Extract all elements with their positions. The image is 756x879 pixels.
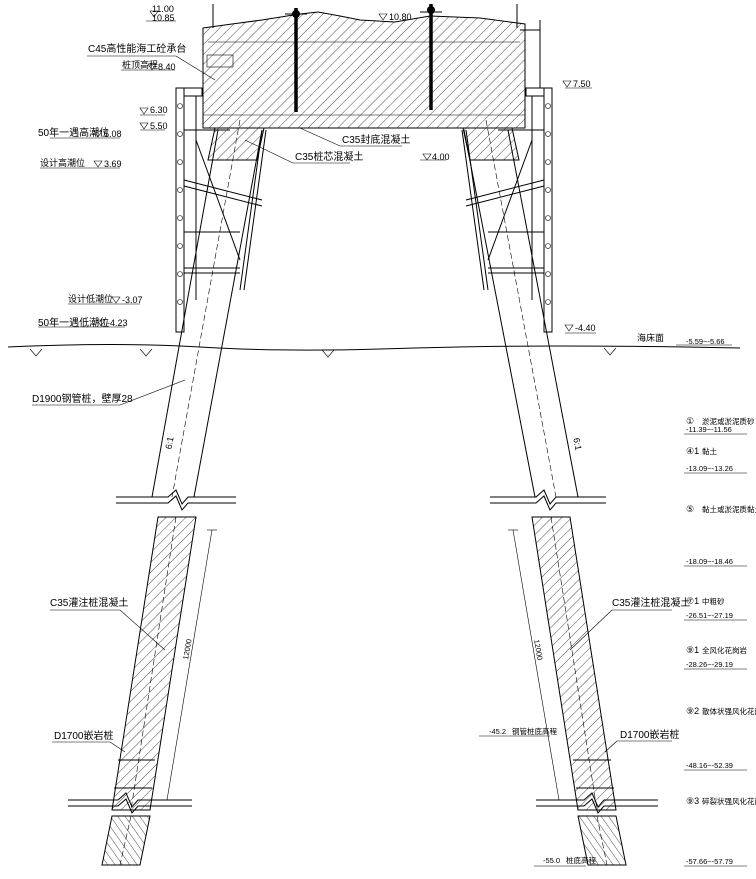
anchor-bolts (285, 4, 442, 112)
stratum-range: -26.51~-27.19 (686, 611, 733, 620)
label-slope-right: 6:1 (571, 437, 583, 451)
dimension-12000 (162, 529, 564, 801)
elev-3-69: 3.69 (104, 159, 122, 169)
stratum-num: ① (686, 416, 694, 426)
stratum-num: ⑨2 (686, 706, 699, 716)
stratum-range: -11.39~-11.56 (686, 425, 732, 434)
elev-10-85: 10.85 (152, 13, 175, 23)
stratum-name: 全风化花岗岩 (702, 645, 747, 655)
stratum-name: 淤泥或淤泥质砂 (702, 416, 755, 426)
label-low-tide-50: 50年一遇低潮位 (38, 316, 109, 329)
label-cast-concrete-left: C35灌注桩混凝土 (50, 596, 128, 609)
stratum-name: 散体状强风化花岗岩 (702, 706, 756, 716)
elev-4-00: 4.00 (432, 152, 450, 162)
stratum-name: 黏土或淤泥质黏土 (702, 504, 756, 514)
elev-6-30: 6.30 (150, 105, 168, 115)
stratum-num: ⑦1 (686, 596, 699, 606)
seabed-line (7, 344, 741, 358)
label-high-tide-50: 50年一遇高潮位 (38, 126, 109, 139)
stratum-range: -18.09~-18.46 (686, 557, 733, 566)
right-pile (462, 119, 627, 866)
label-core-concrete: C35桩芯混凝土 (295, 150, 363, 163)
strata-lines (684, 433, 747, 867)
elev-7-50: 7.50 (573, 79, 591, 89)
stratum-num: ⑤ (686, 504, 694, 514)
elev-seabed: -5.59~-5.66 (686, 337, 725, 346)
label-socket-pile-right: D1700嵌岩桩 (620, 728, 679, 741)
elev-5-08: 5.08 (104, 129, 122, 139)
stratum-range: -57.66~-57.79 (686, 857, 733, 866)
elev-8-40: 8.40 (158, 62, 176, 72)
elev-m4-23: -4.23 (107, 318, 128, 328)
label-design-low: 设计低潮位 (68, 293, 113, 304)
elev-11-00: 11.00 (152, 4, 174, 14)
stratum-num: ④1 (686, 446, 699, 456)
stratum-range: -13.09~-13.26 (686, 464, 733, 473)
label-length-left: 12000 (181, 638, 193, 660)
elevation-markers (93, 10, 574, 332)
leader-lines (32, 20, 732, 867)
stratum-range: -28.26~-29.19 (686, 660, 733, 669)
elev-steel-tip: -45.2 (489, 727, 506, 736)
label-pile-top: 桩顶高程 (122, 59, 158, 70)
label-seabed: 海床面 (637, 332, 664, 343)
strata-legend: ① 淤泥或淤泥质砂 -11.39~-11.56 ④1 黏土 -13.09~-13… (686, 416, 756, 866)
text-labels: 11.00 10.85 10.80 C45高性能海工砼承台 桩顶高程 8.40 … (32, 4, 725, 865)
label-steel-pile: D1900钢管桩，壁厚28 (32, 392, 133, 405)
label-seal-concrete: C35封底混凝土 (342, 133, 410, 146)
label-design-high: 设计高潮位 (40, 157, 85, 168)
label-slope-left: 6:1 (164, 436, 176, 450)
break-lines (68, 489, 658, 814)
elev-10-80: 10.80 (389, 12, 412, 22)
label-cast-concrete-right: C35灌注桩混凝土 (612, 596, 690, 609)
elev-5-50: 5.50 (150, 121, 168, 131)
label-socket-pile-left: D1700嵌岩桩 (54, 729, 113, 742)
stratum-name: 黏土 (702, 446, 717, 456)
stratum-name: 中粗砂 (702, 596, 725, 606)
elev-m3-07: -3.07 (122, 295, 143, 305)
formwork-left (175, 4, 267, 333)
elev-pile-bottom: -55.0 (543, 856, 560, 865)
formwork-bolts (177, 103, 551, 305)
stratum-num: ⑨3 (686, 796, 699, 806)
label-cap-concrete: C45高性能海工砼承台 (88, 42, 186, 55)
stratum-num: ⑨1 (686, 645, 699, 655)
label-pile-bottom: 桩底高程 (566, 855, 596, 865)
stratum-name: 碎裂状强风化花岗岩 (702, 796, 756, 806)
left-pile (101, 119, 265, 866)
stratum-range: -48.16~-52.39 (686, 761, 733, 770)
elev-m4-40: -4.40 (575, 323, 596, 333)
label-steel-tip: 钢管桩底高程 (512, 726, 557, 736)
pile-cap (202, 11, 526, 129)
label-length-right: 12000 (532, 639, 544, 661)
